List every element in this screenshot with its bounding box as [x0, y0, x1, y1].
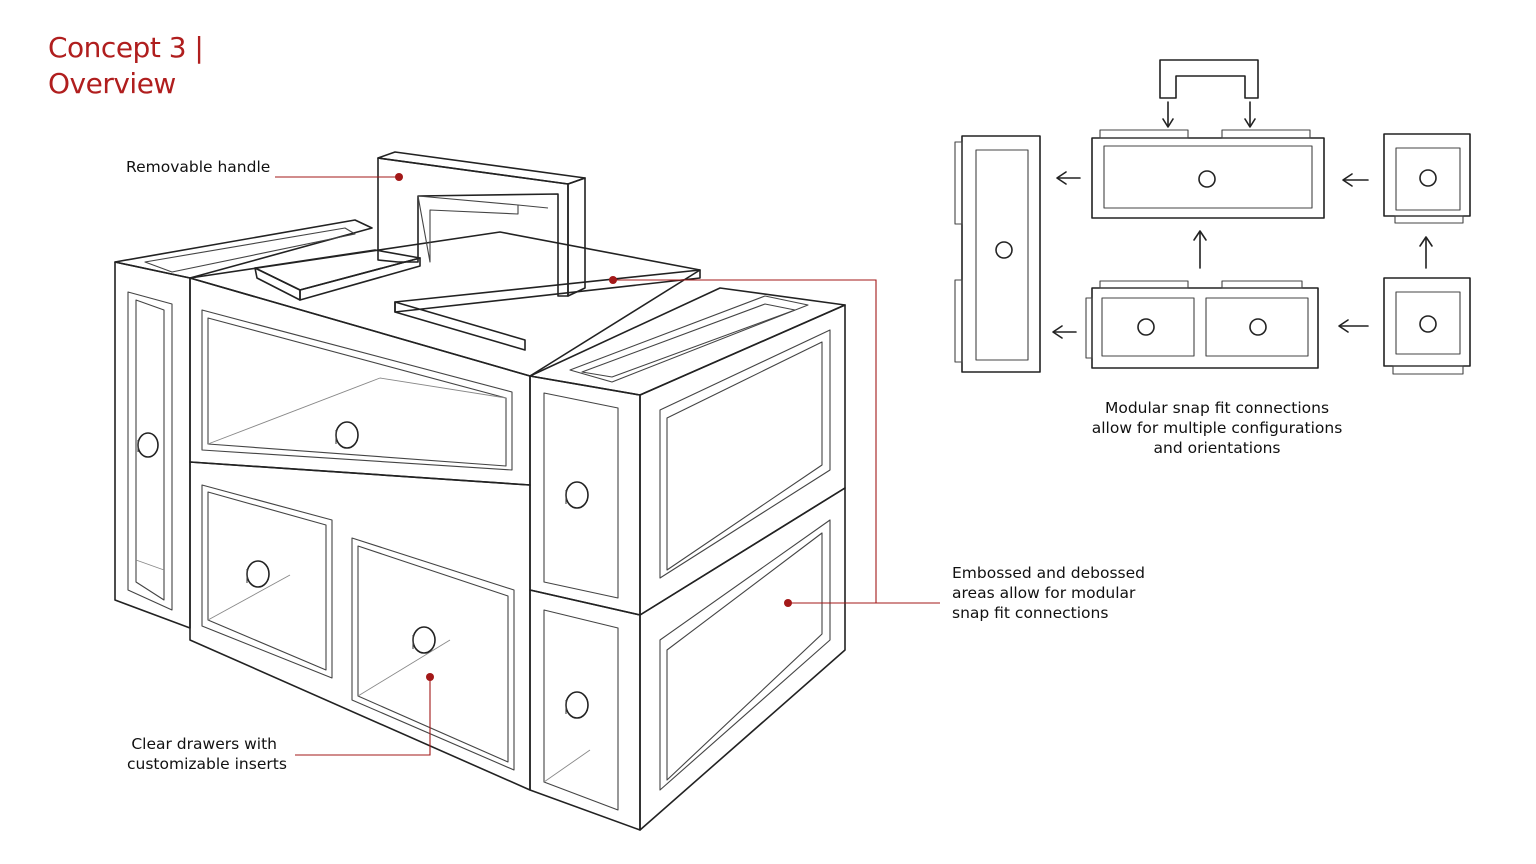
top-right-module: [529, 287, 846, 616]
callout-removable-handle: Removable handle: [126, 157, 270, 177]
callout-clear-drawers: Clear drawers with customizable inserts: [127, 734, 287, 774]
callout-removable-handle-text: Removable handle: [126, 158, 271, 176]
slide-title: Concept 3 | Overview: [48, 30, 204, 102]
title-line-2: Overview: [48, 67, 176, 100]
callout-modular-line-1: Modular snap fit connections: [1104, 399, 1330, 417]
handle-sketch: [377, 151, 586, 297]
title-line-1: Concept 3 |: [48, 31, 204, 64]
callout-embossed: Embossed and debossed areas allow for mo…: [952, 563, 1145, 623]
callout-modular-line-3: and orientations: [1153, 439, 1281, 457]
callout-modular: Modular snap fit connections allow for m…: [1068, 398, 1366, 458]
callout-leaders: [275, 173, 940, 756]
callout-clear-drawers-line-2: customizable inserts: [127, 755, 287, 773]
lid-plates: [254, 249, 701, 351]
callout-embossed-line-1: Embossed and debossed: [952, 564, 1145, 582]
top-center-module: [189, 231, 701, 486]
modular-diagram: [954, 59, 1471, 375]
callout-embossed-line-2: areas allow for modular: [952, 584, 1136, 602]
callout-embossed-line-3: snap fit connections: [952, 604, 1109, 622]
callout-modular-line-2: allow for multiple configurations: [1091, 419, 1343, 437]
callout-clear-drawers-line-1: Clear drawers with: [131, 735, 277, 753]
bottom-right-module: [529, 487, 846, 831]
